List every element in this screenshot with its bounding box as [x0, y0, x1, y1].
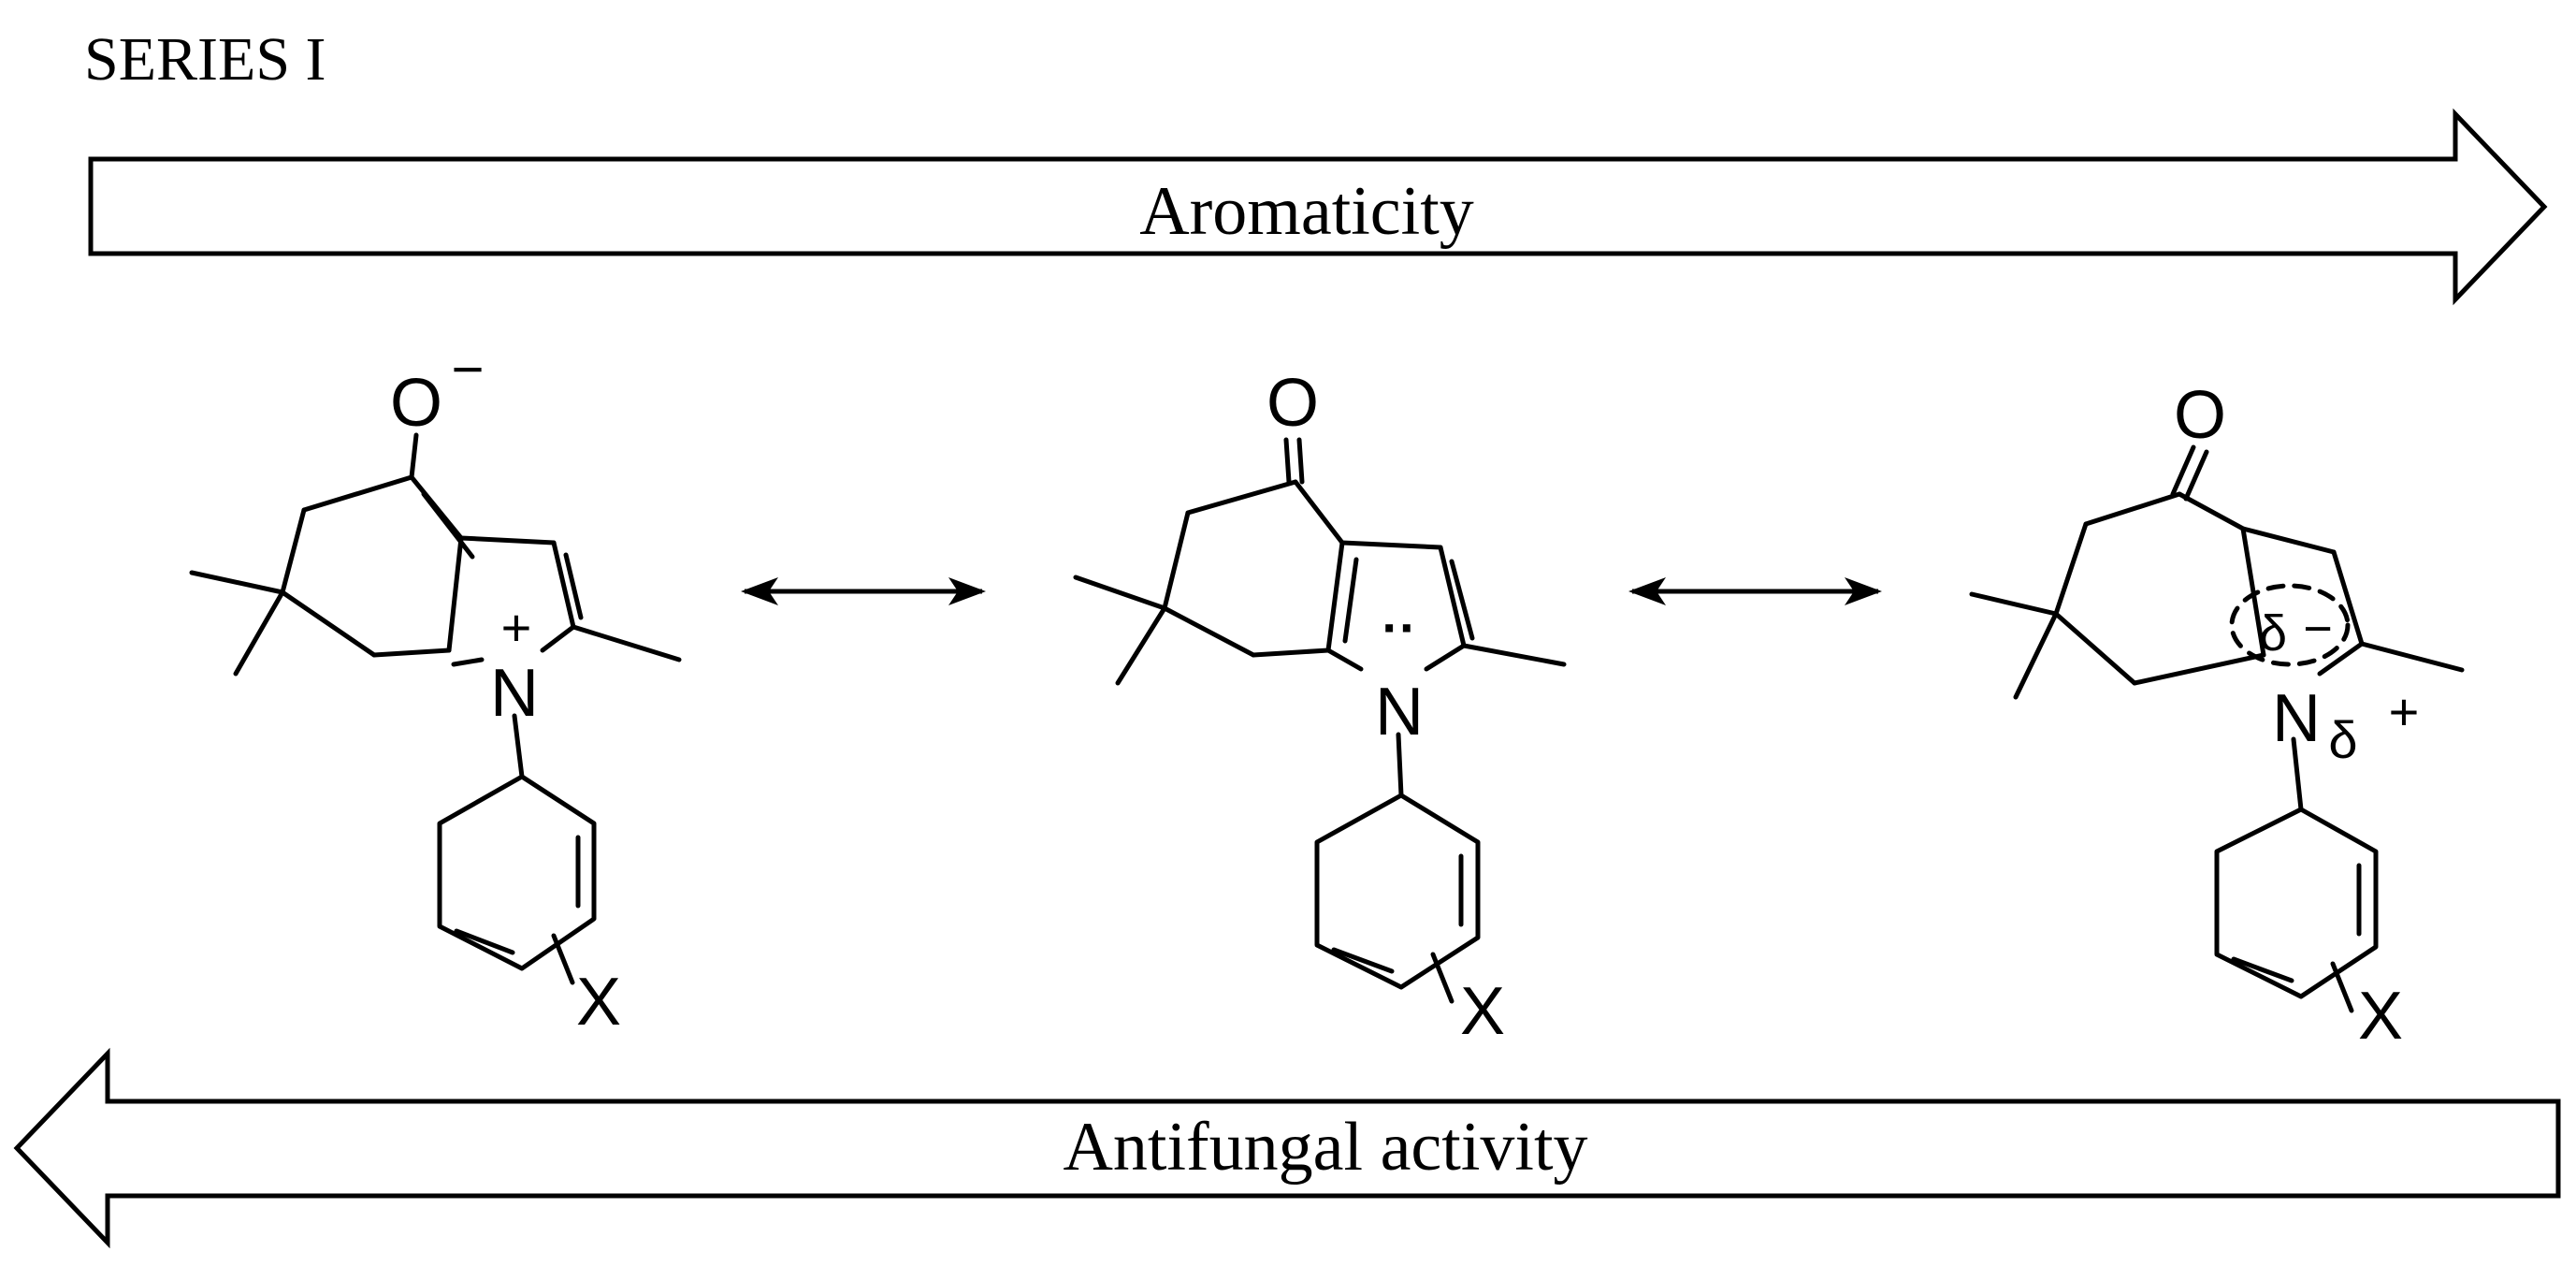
structure-2-oxygen: O: [1266, 366, 1319, 441]
series-label: SERIES I: [84, 25, 326, 94]
structure-2: [1073, 437, 1567, 1004]
structure-1: [189, 432, 682, 985]
antifungal-activity-label: Antifungal activity: [1063, 1109, 1587, 1186]
structure-2-nitrogen: N: [1375, 675, 1424, 749]
structure-3-nitrogen-partial-sign: +: [2389, 682, 2420, 741]
right-arrow-shape: [88, 108, 2548, 306]
structure-3-nitrogen-partial: δ: [2328, 710, 2357, 769]
structure-3-oxygen: O: [2174, 378, 2226, 453]
structure-2-substituent: X: [1460, 974, 1505, 1049]
structure-3-ring-partial: δ: [2259, 605, 2287, 662]
left-arrow-shape: [13, 1047, 2561, 1249]
structure-1-oxygen: O: [390, 366, 442, 441]
structure-1-nitrogen: N: [490, 656, 539, 731]
structure-1-oxygen-charge: −: [451, 338, 484, 400]
structure-1-substituent: X: [576, 965, 621, 1040]
structure-2-lone-pair: ··: [1382, 598, 1416, 657]
aromaticity-arrow: Aromaticity: [88, 108, 2548, 306]
antifungal-activity-arrow: Antifungal activity: [13, 1047, 2561, 1249]
structure-3: [1969, 444, 2465, 1013]
structure-3-ring-partial-sign: −: [2303, 601, 2333, 657]
structure-1-nitrogen-charge: +: [501, 598, 532, 657]
structure-3-nitrogen: N: [2272, 681, 2321, 756]
aromaticity-label: Aromaticity: [1139, 173, 1474, 250]
structure-3-substituent: X: [2358, 979, 2403, 1054]
